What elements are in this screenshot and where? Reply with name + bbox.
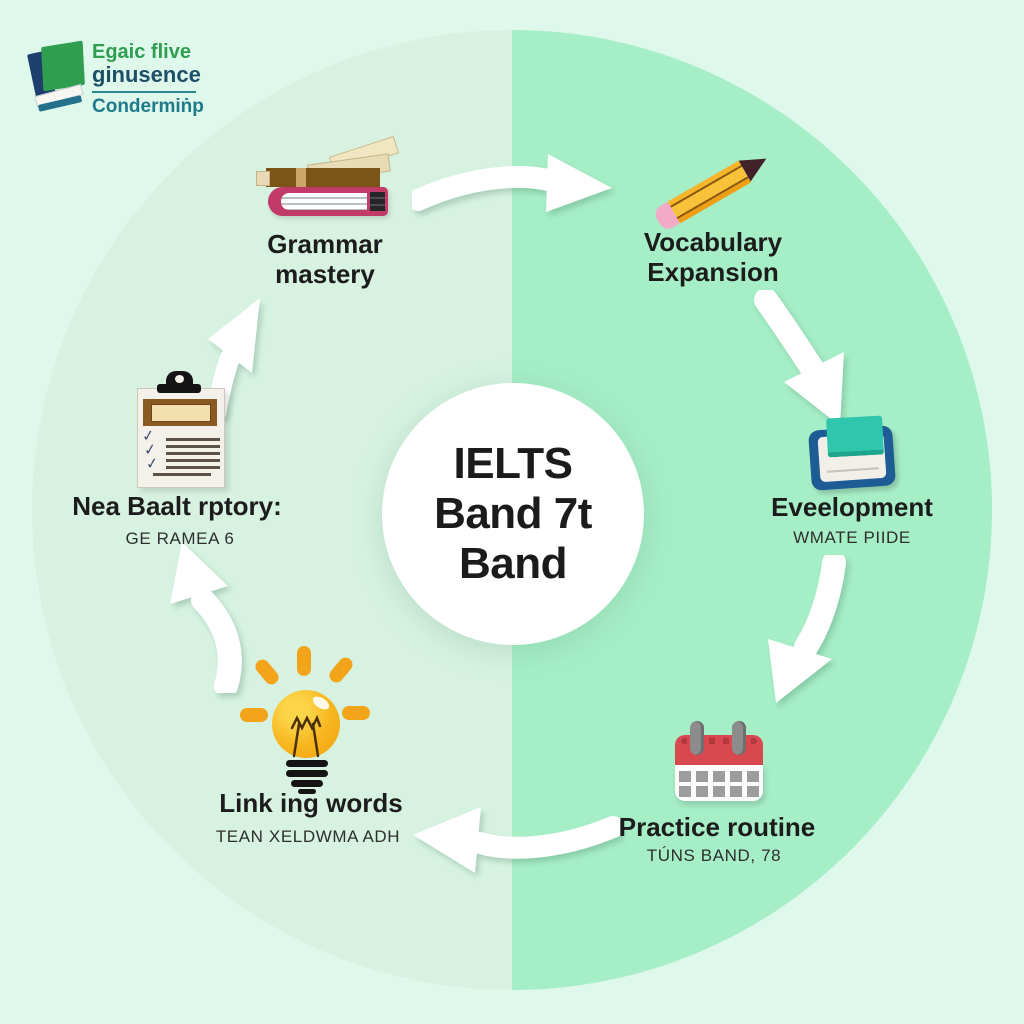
review-report-label: Nea Baalt rptory: [72,491,282,521]
filament [290,714,322,758]
logo-line-1: Egaic flive [92,41,191,63]
pencil-icon [648,140,783,235]
vocabulary-expansion-label: Vocabulary Expansion [643,227,783,287]
logo-text: Egaic flive ginusence Condermiṅp [92,42,204,117]
center-circle: IELTS Band 7t Band [382,383,644,645]
review-report-sublabel: GE RAMEA 6 [125,529,235,548]
clipboard-icon: ✓ ✓ ✓ [137,371,227,489]
linking-words-sublabel: TEAN XELDWMA ADH [215,827,401,846]
logo-line-2: ginusence [92,62,201,87]
arrow-development-to-practice [768,555,846,703]
arrow-grammar-to-vocabulary [412,154,612,212]
arrow-practice-to-linking [413,807,620,873]
logo-line-3: Condermiṅp [92,96,204,118]
logo: Egaic flive ginusence Condermiṅp [27,36,270,128]
development-label: Eveelopment [771,492,933,522]
calendar-icon [675,721,763,811]
linking-words-label: Link ing words [219,788,403,818]
checkmarks: ✓ ✓ ✓ [140,426,160,474]
practice-routine-sublabel: TÚNS BAND, 78 [646,846,782,865]
notebook-icon [808,415,902,493]
lightbulb-icon [240,646,375,796]
practice-routine-label: Practice routine [618,812,816,842]
book-stack-logo-icon [27,40,88,116]
grammar-mastery-label: Grammar mastery [267,229,383,289]
arrow-linking-to-review [170,542,242,693]
center-title: IELTS Band 7t Band [434,439,592,588]
logo-divider [92,91,196,94]
books-icon [256,135,400,238]
development-sublabel: WMATE PIIDE [793,528,911,547]
arrow-vocabulary-to-development [754,290,844,426]
